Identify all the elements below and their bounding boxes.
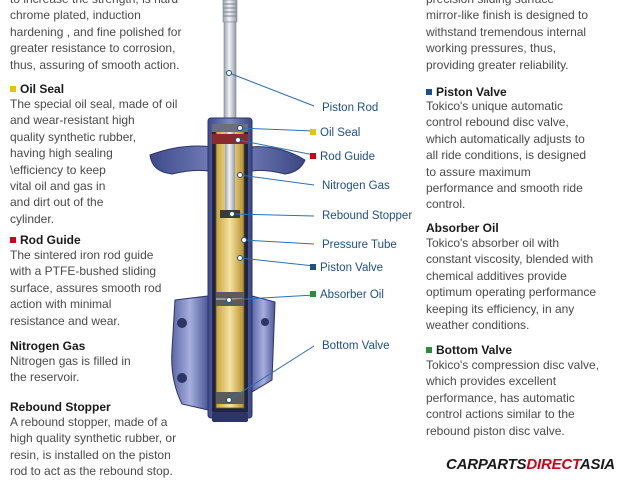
label-piston-valve: Piston Valve [310, 261, 383, 275]
nitrogen-gas-heading: Nitrogen Gas [10, 339, 86, 353]
left-intro-text: to increase the strength, is hard chrome… [10, 0, 182, 72]
rod-guide-heading: Rod Guide [10, 233, 81, 247]
label-absorber-oil-text: Absorber Oil [320, 289, 384, 301]
bottom-valve-title: Bottom Valve [436, 343, 513, 357]
label-piston-rod: Piston Rod [322, 102, 379, 114]
yellow-square-icon [310, 129, 316, 135]
rod-guide-part [212, 134, 248, 144]
leader-dots [226, 70, 247, 403]
piston-valve-description: Tokico's unique automatic control reboun… [426, 99, 587, 212]
rod-guide-description: The sintered iron rod guide with a PTFE-… [10, 248, 162, 328]
yellow-square-icon [10, 86, 16, 92]
label-rebound-stopper: Rebound Stopper [322, 210, 413, 222]
label-pressure-tube: Pressure Tube [322, 239, 397, 251]
rebound-stopper-heading: Rebound Stopper [10, 400, 111, 414]
logo-part-1: CARPARTS [446, 456, 527, 473]
blue-square-icon [426, 89, 432, 95]
absorber-oil-heading: Absorber Oil [426, 221, 499, 235]
green-square-icon [426, 347, 432, 353]
green-square-icon [310, 291, 316, 297]
knuckle-bracket [171, 295, 209, 411]
label-nitrogen-gas: Nitrogen Gas [322, 180, 390, 192]
oil-seal-part [212, 124, 248, 132]
rebound-stopper-description: A rebound stopper, made of a high qualit… [10, 415, 177, 479]
oil-seal-title: Oil Seal [20, 82, 65, 96]
right-intro-text: precision sliding surface mirror-like fi… [426, 0, 589, 72]
blue-square-icon [310, 264, 316, 270]
label-piston-valve-text: Piston Valve [320, 262, 384, 274]
label-rod-guide-text: Rod Guide [320, 151, 375, 163]
thread-top [222, 0, 238, 23]
label-oil-seal: Oil Seal [310, 126, 360, 140]
leader-lines [228, 72, 315, 401]
piston-valve-heading: Piston Valve [426, 85, 507, 99]
bottom-valve-heading: Bottom Valve [426, 343, 512, 357]
red-square-icon [310, 153, 316, 159]
red-square-icon [10, 237, 16, 243]
nitrogen-gas-description: Nitrogen gas is filled in the reservoir. [10, 354, 131, 385]
logo-part-3: ASIA [579, 456, 615, 473]
oil-seal-description: The special oil seal, made of oil and we… [10, 97, 178, 226]
label-oil-seal-text: Oil Seal [320, 127, 361, 139]
label-absorber-oil: Absorber Oil [310, 288, 384, 302]
bottom-valve-description: Tokico's compression disc valve, which p… [426, 358, 600, 438]
carpartsdirectasia-logo: CARPARTSDIRECTASIA [446, 456, 615, 473]
piston-valve-title: Piston Valve [436, 85, 507, 99]
label-rod-guide: Rod Guide [310, 150, 375, 164]
rod-guide-title: Rod Guide [20, 233, 81, 247]
absorber-oil-description: Tokico's absorber oil with constant visc… [426, 236, 597, 333]
label-bottom-valve: Bottom Valve [322, 340, 390, 352]
oil-seal-heading: Oil Seal [10, 82, 64, 96]
logo-part-2: DIRECT [526, 456, 580, 473]
